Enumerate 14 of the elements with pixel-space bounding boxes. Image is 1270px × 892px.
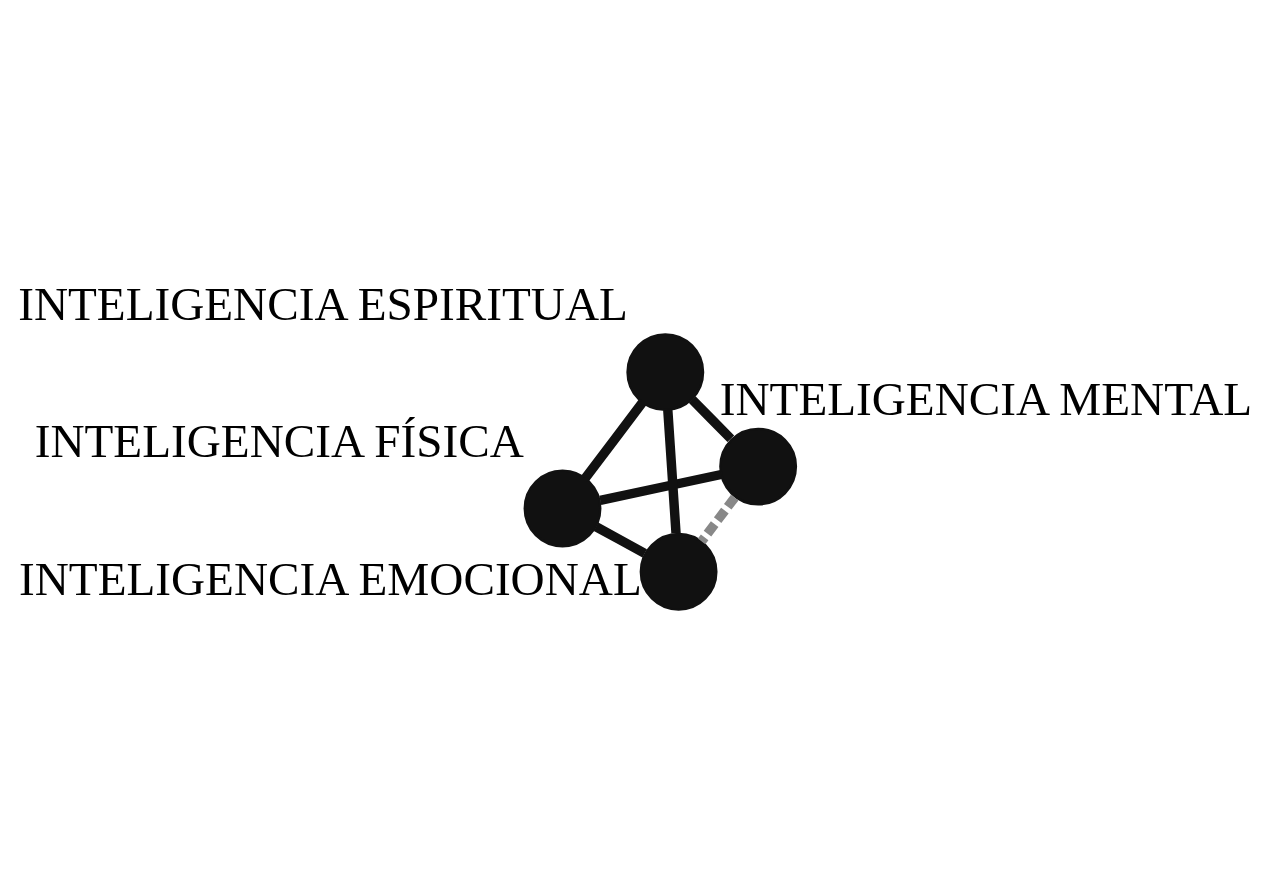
- connector: [697, 494, 739, 545]
- connector: [581, 399, 647, 482]
- node-circle: [626, 333, 705, 412]
- node-label: INTELIGENCIA FÍSICA: [34, 414, 524, 467]
- node-circle: [639, 532, 718, 611]
- node-label: INTELIGENCIA EMOCIONAL: [19, 553, 642, 606]
- node-label: INTELIGENCIA MENTAL: [719, 372, 1253, 425]
- node-label: INTELIGENCIA ESPIRITUAL: [18, 278, 628, 331]
- connector: [599, 469, 723, 505]
- node-circle: [719, 427, 798, 506]
- connector: [593, 522, 647, 558]
- connector: [688, 396, 735, 443]
- node-circle: [523, 469, 602, 548]
- connector: [663, 409, 681, 534]
